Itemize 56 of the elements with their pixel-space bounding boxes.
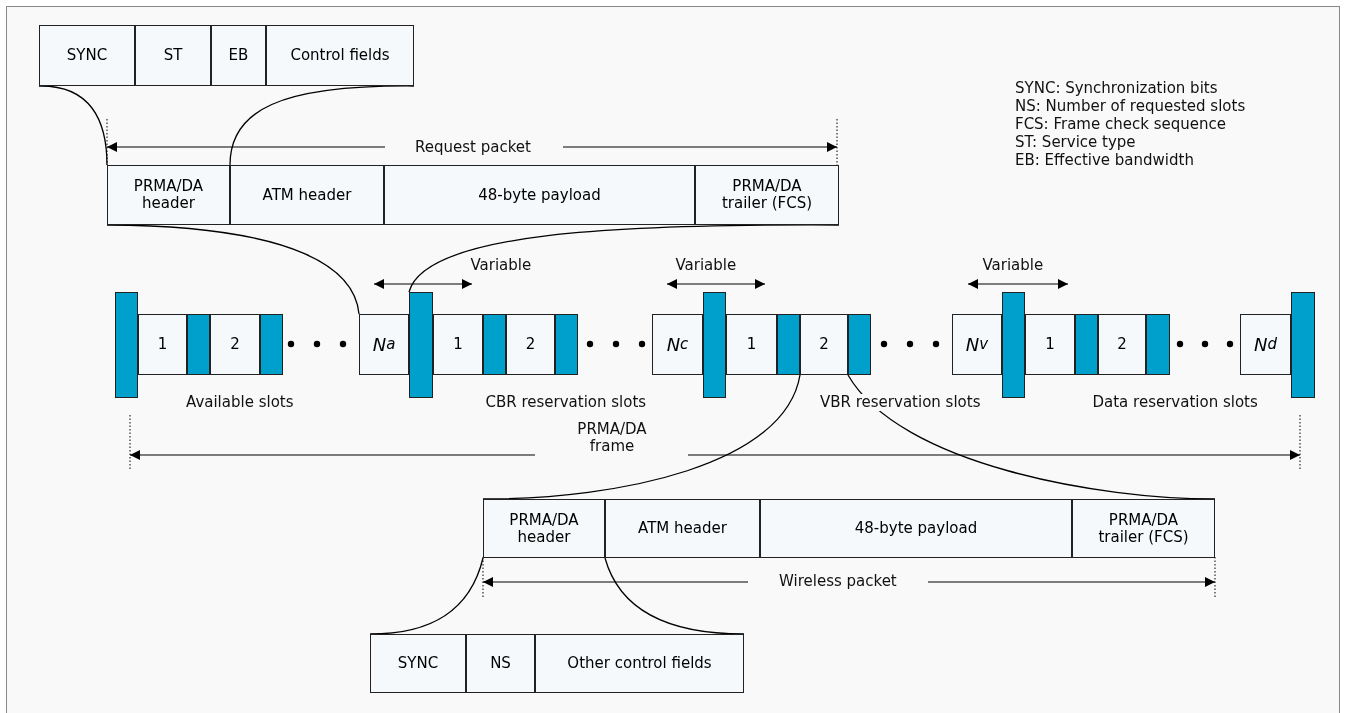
glossary-entry: FCS: Frame check sequence xyxy=(1015,116,1226,133)
field-box: ATM header xyxy=(230,165,384,225)
dimension-label: Wireless packet xyxy=(779,573,897,590)
expansion-line xyxy=(604,557,745,635)
dimension-label: Variable xyxy=(675,257,737,274)
glossary-entry: NS: Number of requested slots xyxy=(1015,98,1246,115)
expansion-line xyxy=(369,557,484,635)
glossary-entry: EB: Effective bandwidth xyxy=(1015,152,1194,169)
expansion-line xyxy=(106,224,360,315)
slot-box: 1 xyxy=(726,314,777,375)
field-box: PRMA/DA header xyxy=(107,165,230,225)
separator-bar xyxy=(115,292,138,398)
slot-box: 2 xyxy=(1098,314,1146,375)
field-box: 48-byte payload xyxy=(760,499,1072,558)
field-box: Other control fields xyxy=(535,634,744,693)
slot-box: 1 xyxy=(1025,314,1075,375)
separator-bar xyxy=(777,314,800,375)
field-box: NS xyxy=(466,634,535,693)
glossary-entry: ST: Service type xyxy=(1015,134,1136,151)
field-box: PRMA/DA header xyxy=(483,499,605,558)
separator-bar xyxy=(848,314,871,375)
slot-box: 1 xyxy=(433,314,483,375)
field-box: ATM header xyxy=(605,499,760,558)
separator-bar xyxy=(703,292,726,398)
field-box: SYNC xyxy=(370,634,466,693)
separator-bar xyxy=(187,314,210,375)
dimension-label: Request packet xyxy=(415,139,531,156)
dimension-label: PRMA/DA frame xyxy=(576,421,648,455)
field-box: Control fields xyxy=(266,25,414,86)
expansion-line xyxy=(847,374,1216,500)
field-box: PRMA/DA trailer (FCS) xyxy=(1072,499,1215,558)
separator-bar xyxy=(409,292,433,398)
separator-bar xyxy=(1146,314,1170,375)
field-box: SYNC xyxy=(39,25,135,86)
slot-box: 1 xyxy=(138,314,187,375)
expansion-line xyxy=(408,224,840,293)
field-box: PRMA/DA trailer (FCS) xyxy=(695,165,839,225)
field-box: EB xyxy=(211,25,266,86)
separator-bar xyxy=(1291,292,1315,398)
glossary-entry: SYNC: Synchronization bits xyxy=(1015,80,1218,97)
separator-bar xyxy=(555,314,578,375)
slot-box: 2 xyxy=(800,314,848,375)
separator-bar xyxy=(1075,314,1098,375)
slot-box: 2 xyxy=(210,314,260,375)
expansion-line xyxy=(38,85,108,166)
field-box: ST xyxy=(135,25,211,86)
expansion-line xyxy=(229,85,415,166)
dimension-label: Variable xyxy=(982,257,1044,274)
field-box: 48-byte payload xyxy=(384,165,695,225)
slot-box: 2 xyxy=(506,314,555,375)
dimension-label: Variable xyxy=(470,257,532,274)
separator-bar xyxy=(1002,292,1025,398)
separator-bar xyxy=(483,314,506,375)
expansion-line xyxy=(482,374,801,500)
section-label: VBR reservation slots xyxy=(820,394,981,411)
separator-bar xyxy=(260,314,283,375)
